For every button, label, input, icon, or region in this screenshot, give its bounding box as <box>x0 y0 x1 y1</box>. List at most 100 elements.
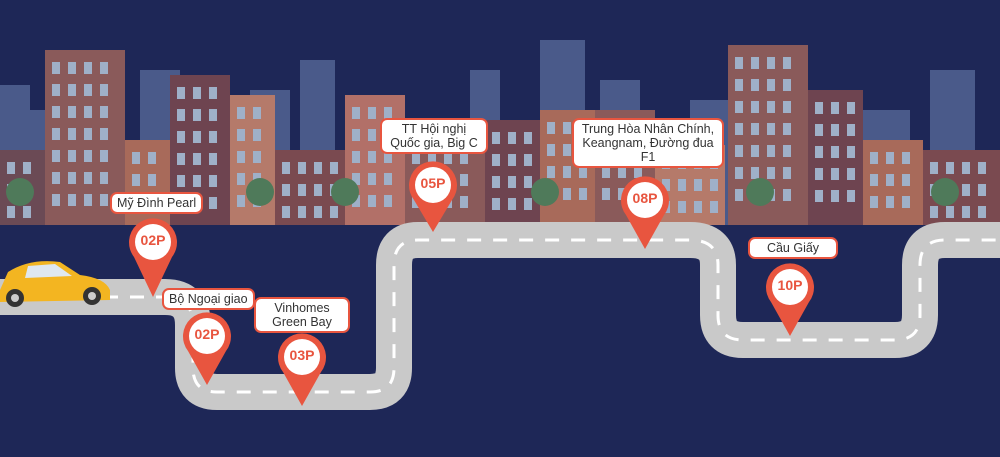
window <box>710 179 718 191</box>
window <box>902 152 910 164</box>
window <box>209 197 217 209</box>
tree-icon <box>746 178 774 206</box>
window <box>902 196 910 208</box>
window <box>751 79 759 91</box>
map-pin-cau-giay: 10P <box>765 262 815 336</box>
window <box>547 144 555 156</box>
window <box>193 175 201 187</box>
stop-time: 08P <box>632 190 658 206</box>
tree-icon <box>331 178 359 206</box>
window <box>735 57 743 69</box>
window <box>84 150 92 162</box>
window <box>751 57 759 69</box>
window <box>524 132 532 144</box>
window <box>209 153 217 165</box>
window <box>492 198 500 210</box>
window <box>751 167 759 179</box>
window <box>52 128 60 140</box>
window <box>237 195 245 207</box>
window <box>815 190 823 202</box>
window <box>132 152 140 164</box>
window <box>237 151 245 163</box>
window <box>978 162 986 174</box>
window <box>783 79 791 91</box>
window <box>193 131 201 143</box>
map-pin-my-dinh-pearl: 02P <box>128 217 178 297</box>
window <box>751 101 759 113</box>
window <box>330 206 338 218</box>
window <box>678 201 686 213</box>
window <box>735 79 743 91</box>
road-centerline <box>0 238 1000 394</box>
window <box>298 206 306 218</box>
window <box>783 189 791 201</box>
window <box>735 189 743 201</box>
window <box>962 162 970 174</box>
window <box>444 152 452 164</box>
window <box>84 128 92 140</box>
window <box>783 145 791 157</box>
window <box>193 109 201 121</box>
window <box>193 87 201 99</box>
window <box>492 154 500 166</box>
window <box>460 174 468 186</box>
stop-label-my-dinh-pearl: Mỹ Đình Pearl <box>110 192 204 214</box>
window <box>7 206 15 218</box>
window <box>563 166 571 178</box>
window <box>84 172 92 184</box>
window <box>84 194 92 206</box>
window <box>524 198 532 210</box>
window <box>253 107 261 119</box>
window <box>831 190 839 202</box>
window <box>384 173 392 185</box>
window <box>352 173 360 185</box>
window <box>52 150 60 162</box>
tree-icon <box>6 178 34 206</box>
car-icon <box>0 261 110 307</box>
window <box>886 152 894 164</box>
window <box>209 109 217 121</box>
window <box>282 184 290 196</box>
window <box>831 102 839 114</box>
window <box>767 123 775 135</box>
window <box>68 84 76 96</box>
window <box>767 145 775 157</box>
stop-time: 10P <box>777 277 803 293</box>
window <box>930 206 938 218</box>
window <box>886 196 894 208</box>
map-pin-vinhomes-green-bay: 03P <box>277 332 327 406</box>
window <box>368 195 376 207</box>
window <box>678 179 686 191</box>
window <box>68 62 76 74</box>
window <box>177 131 185 143</box>
window <box>847 102 855 114</box>
window <box>508 132 516 144</box>
window <box>100 128 108 140</box>
window <box>492 176 500 188</box>
window <box>177 153 185 165</box>
stop-label-trung-hoa: Trung Hòa Nhân Chính, Keangnam, Đường đu… <box>572 118 724 168</box>
window <box>177 109 185 121</box>
window <box>68 106 76 118</box>
window <box>460 152 468 164</box>
window <box>253 151 261 163</box>
window <box>237 107 245 119</box>
window <box>52 84 60 96</box>
window <box>815 124 823 136</box>
window <box>314 162 322 174</box>
window <box>148 152 156 164</box>
stop-label-tt-hoi-nghi: TT Hội nghị Quốc gia, Big C <box>380 118 488 154</box>
window <box>602 166 610 178</box>
window <box>847 190 855 202</box>
window <box>460 196 468 208</box>
window <box>563 188 571 200</box>
window <box>662 179 670 191</box>
window <box>23 206 31 218</box>
window <box>767 167 775 179</box>
window <box>23 162 31 174</box>
window <box>368 151 376 163</box>
window <box>783 123 791 135</box>
window <box>148 174 156 186</box>
window <box>314 206 322 218</box>
window <box>412 152 420 164</box>
